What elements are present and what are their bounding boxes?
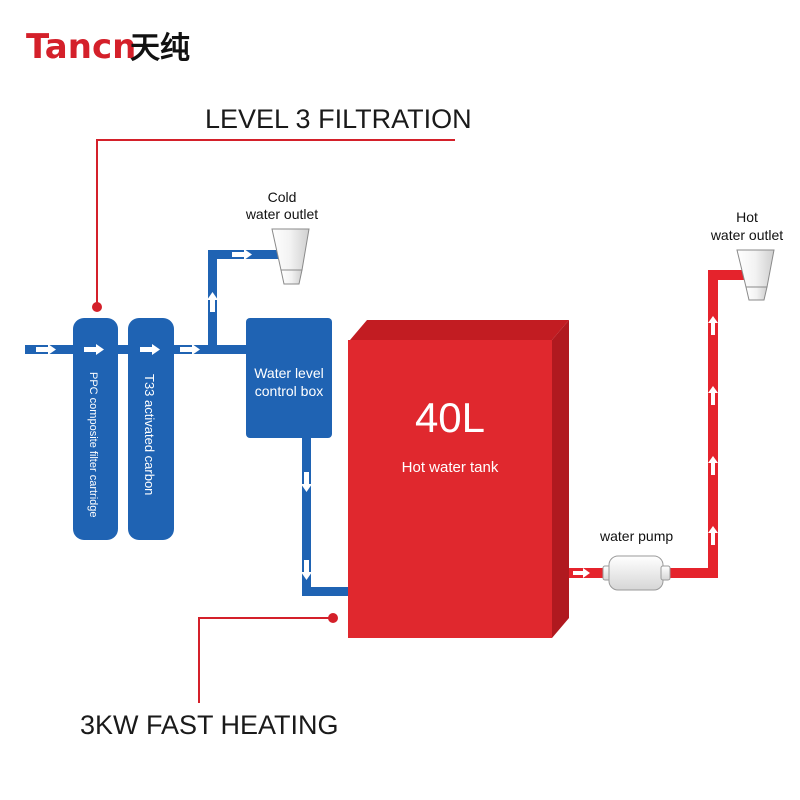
filtration-callout-line — [96, 139, 455, 306]
red-pipe-arrows — [573, 316, 718, 578]
hot-outlet-cup-icon — [736, 249, 775, 288]
filtration-callout: LEVEL 3 FILTRATION — [92, 104, 472, 312]
tank-front-face — [348, 340, 552, 638]
flow-arrow — [301, 560, 312, 580]
heating-callout-line — [198, 617, 333, 703]
flow-arrow — [180, 344, 200, 355]
water-pump: water pump — [599, 528, 673, 591]
cold-water-outlet: Cold water outlet — [245, 189, 318, 285]
filter-body — [73, 318, 118, 540]
flow-arrow — [708, 386, 718, 405]
filtration-callout-dot — [92, 302, 102, 312]
water-level-control-box: Water level control box — [246, 318, 332, 438]
brand-logo: Tancn 天纯 — [26, 27, 190, 67]
control-box-body — [246, 318, 332, 438]
tank-side-face — [552, 320, 569, 638]
control-box-label-line2: control box — [255, 383, 323, 399]
control-box-label-line1: Water level — [254, 365, 324, 381]
tank-feed-pipe — [302, 435, 311, 595]
cold-outlet-label-line2: water outlet — [245, 206, 318, 222]
tank-inlet-pipe — [302, 587, 350, 596]
cold-outlet-cup-icon — [271, 228, 310, 271]
cold-outlet-spout-icon — [280, 269, 303, 285]
water-pump-label: water pump — [599, 528, 673, 544]
flow-arrow — [36, 344, 56, 355]
tank-top-face — [350, 320, 569, 340]
flow-arrow — [84, 344, 104, 355]
brand-name-chinese: 天纯 — [130, 31, 190, 66]
hot-riser-pipe — [708, 270, 718, 578]
hot-water-tank: 40L Hot water tank — [348, 320, 569, 638]
hot-outlet-label-line1: Hot — [736, 209, 758, 225]
flow-arrow — [708, 316, 718, 335]
tank-label: Hot water tank — [402, 459, 499, 476]
tank-capacity: 40L — [415, 394, 485, 441]
heating-callout-text: 3KW FAST HEATING — [80, 710, 339, 740]
heating-callout: 3KW FAST HEATING — [80, 613, 339, 740]
blue-pipe-arrows — [36, 249, 312, 580]
filter-cartridge-ppc: PPC composite filter cartridge — [73, 318, 118, 540]
flow-arrow — [232, 249, 252, 260]
flow-arrow — [140, 344, 160, 355]
hot-outlet-pipe — [708, 270, 746, 280]
hot-outlet-spout-icon — [745, 286, 768, 301]
hot-water-outlet: Hot water outlet — [710, 209, 783, 301]
cold-outlet-label-line1: Cold — [268, 189, 297, 205]
filter-label-carbon: T33 activated carbon — [142, 374, 157, 495]
pump-body — [608, 555, 664, 591]
pump-outlet-pipe — [668, 568, 718, 578]
flow-arrow — [708, 456, 718, 475]
filter-label-ppc: PPC composite filter cartridge — [87, 372, 99, 518]
flow-arrow — [573, 568, 590, 578]
flow-arrow — [207, 292, 218, 312]
filtration-callout-text: LEVEL 3 FILTRATION — [205, 104, 472, 134]
hot-outlet-label-line2: water outlet — [710, 227, 783, 243]
flow-arrow — [708, 526, 718, 545]
filter-body — [128, 318, 174, 540]
filter-cartridge-carbon: T33 activated carbon — [128, 318, 174, 540]
pump-outlet-collar — [660, 565, 671, 581]
flow-arrow — [301, 472, 312, 492]
brand-name-latin: Tancn — [26, 27, 136, 67]
